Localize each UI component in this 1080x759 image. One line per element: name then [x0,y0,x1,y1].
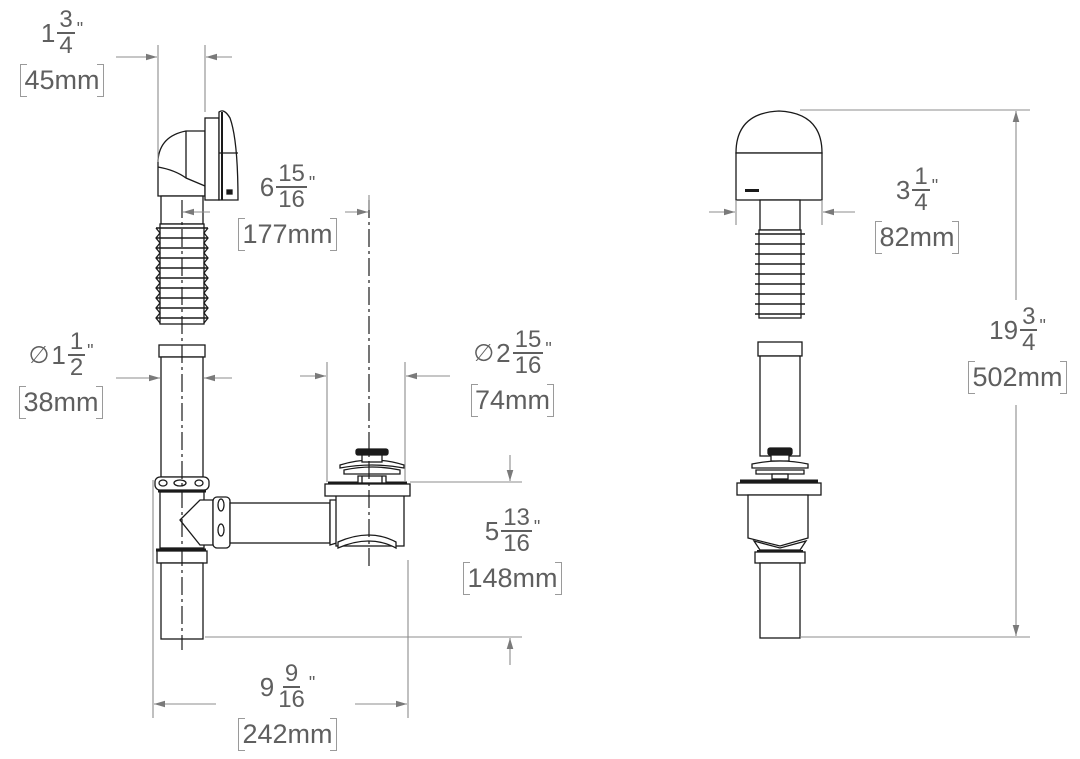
inch-mark: " [533,517,541,537]
dim-mm: 148mm [463,562,562,595]
side-upper-pipe [759,199,801,231]
dim-mm: 502mm [968,361,1067,394]
dim-denominator: 2 [69,354,84,381]
dim-denominator: 16 [503,530,530,557]
dim-whole: 6 [259,172,275,202]
dimension-lines [116,45,1030,718]
dim-mm: 74mm [470,384,555,417]
side-stopper [751,447,809,480]
side-view [735,110,823,639]
dim-numerator: 15 [276,160,307,188]
side-overflow-pipe [759,355,801,457]
dim-numerator: 15 [512,326,544,354]
dim-denominator: 4 [1022,329,1036,356]
dim-denominator: 16 [278,686,305,713]
front-view [154,110,411,640]
dim-whole: 3 [895,175,911,205]
inch-mark: " [545,339,552,359]
dim-whole: 9 [259,672,275,702]
dim-denominator: 16 [278,186,305,213]
dim-mm: 45mm [20,64,104,97]
centerlines [181,200,370,650]
inch-mark: " [87,341,94,361]
diameter-icon: ∅ [28,341,50,369]
diameter-icon: ∅ [473,339,495,367]
dim-numerator: 13 [501,504,532,532]
dim-mm: 177mm [238,218,337,251]
side-drain-shoe [736,479,822,564]
horizontal-connector [229,502,331,544]
inch-mark: " [1039,316,1046,336]
side-collar [757,341,803,357]
inch-mark: " [76,19,84,39]
inch-mark: " [308,173,316,193]
dim-denominator: 16 [514,352,542,379]
dim-mm: 38mm [19,386,103,419]
dim-mm: 242mm [238,718,337,751]
dim-numerator: 3 [57,6,75,34]
dim-whole: 1 [40,18,56,48]
dim-numerator: 1 [67,328,86,356]
drain-shoe [324,481,411,550]
dim-mm: 82mm [875,221,959,254]
inch-mark: " [308,673,316,693]
overflow-cover [735,110,823,201]
overflow-elbow [157,110,239,201]
dim-numerator: 9 [282,660,301,688]
dim-whole: 1 [51,340,66,370]
dim-numerator: 1 [912,163,930,191]
dim-whole: 19 [989,315,1019,345]
dim-numerator: 3 [1020,303,1038,331]
dim-whole: 5 [484,516,500,546]
dim-denominator: 4 [59,32,73,59]
dim-denominator: 4 [914,189,928,216]
drain-stopper [339,448,405,484]
dim-whole: 2 [496,338,511,368]
side-corrugated [755,229,805,319]
side-tailpiece [759,562,801,639]
tee-fitting [156,491,231,564]
inch-mark: " [931,176,939,196]
